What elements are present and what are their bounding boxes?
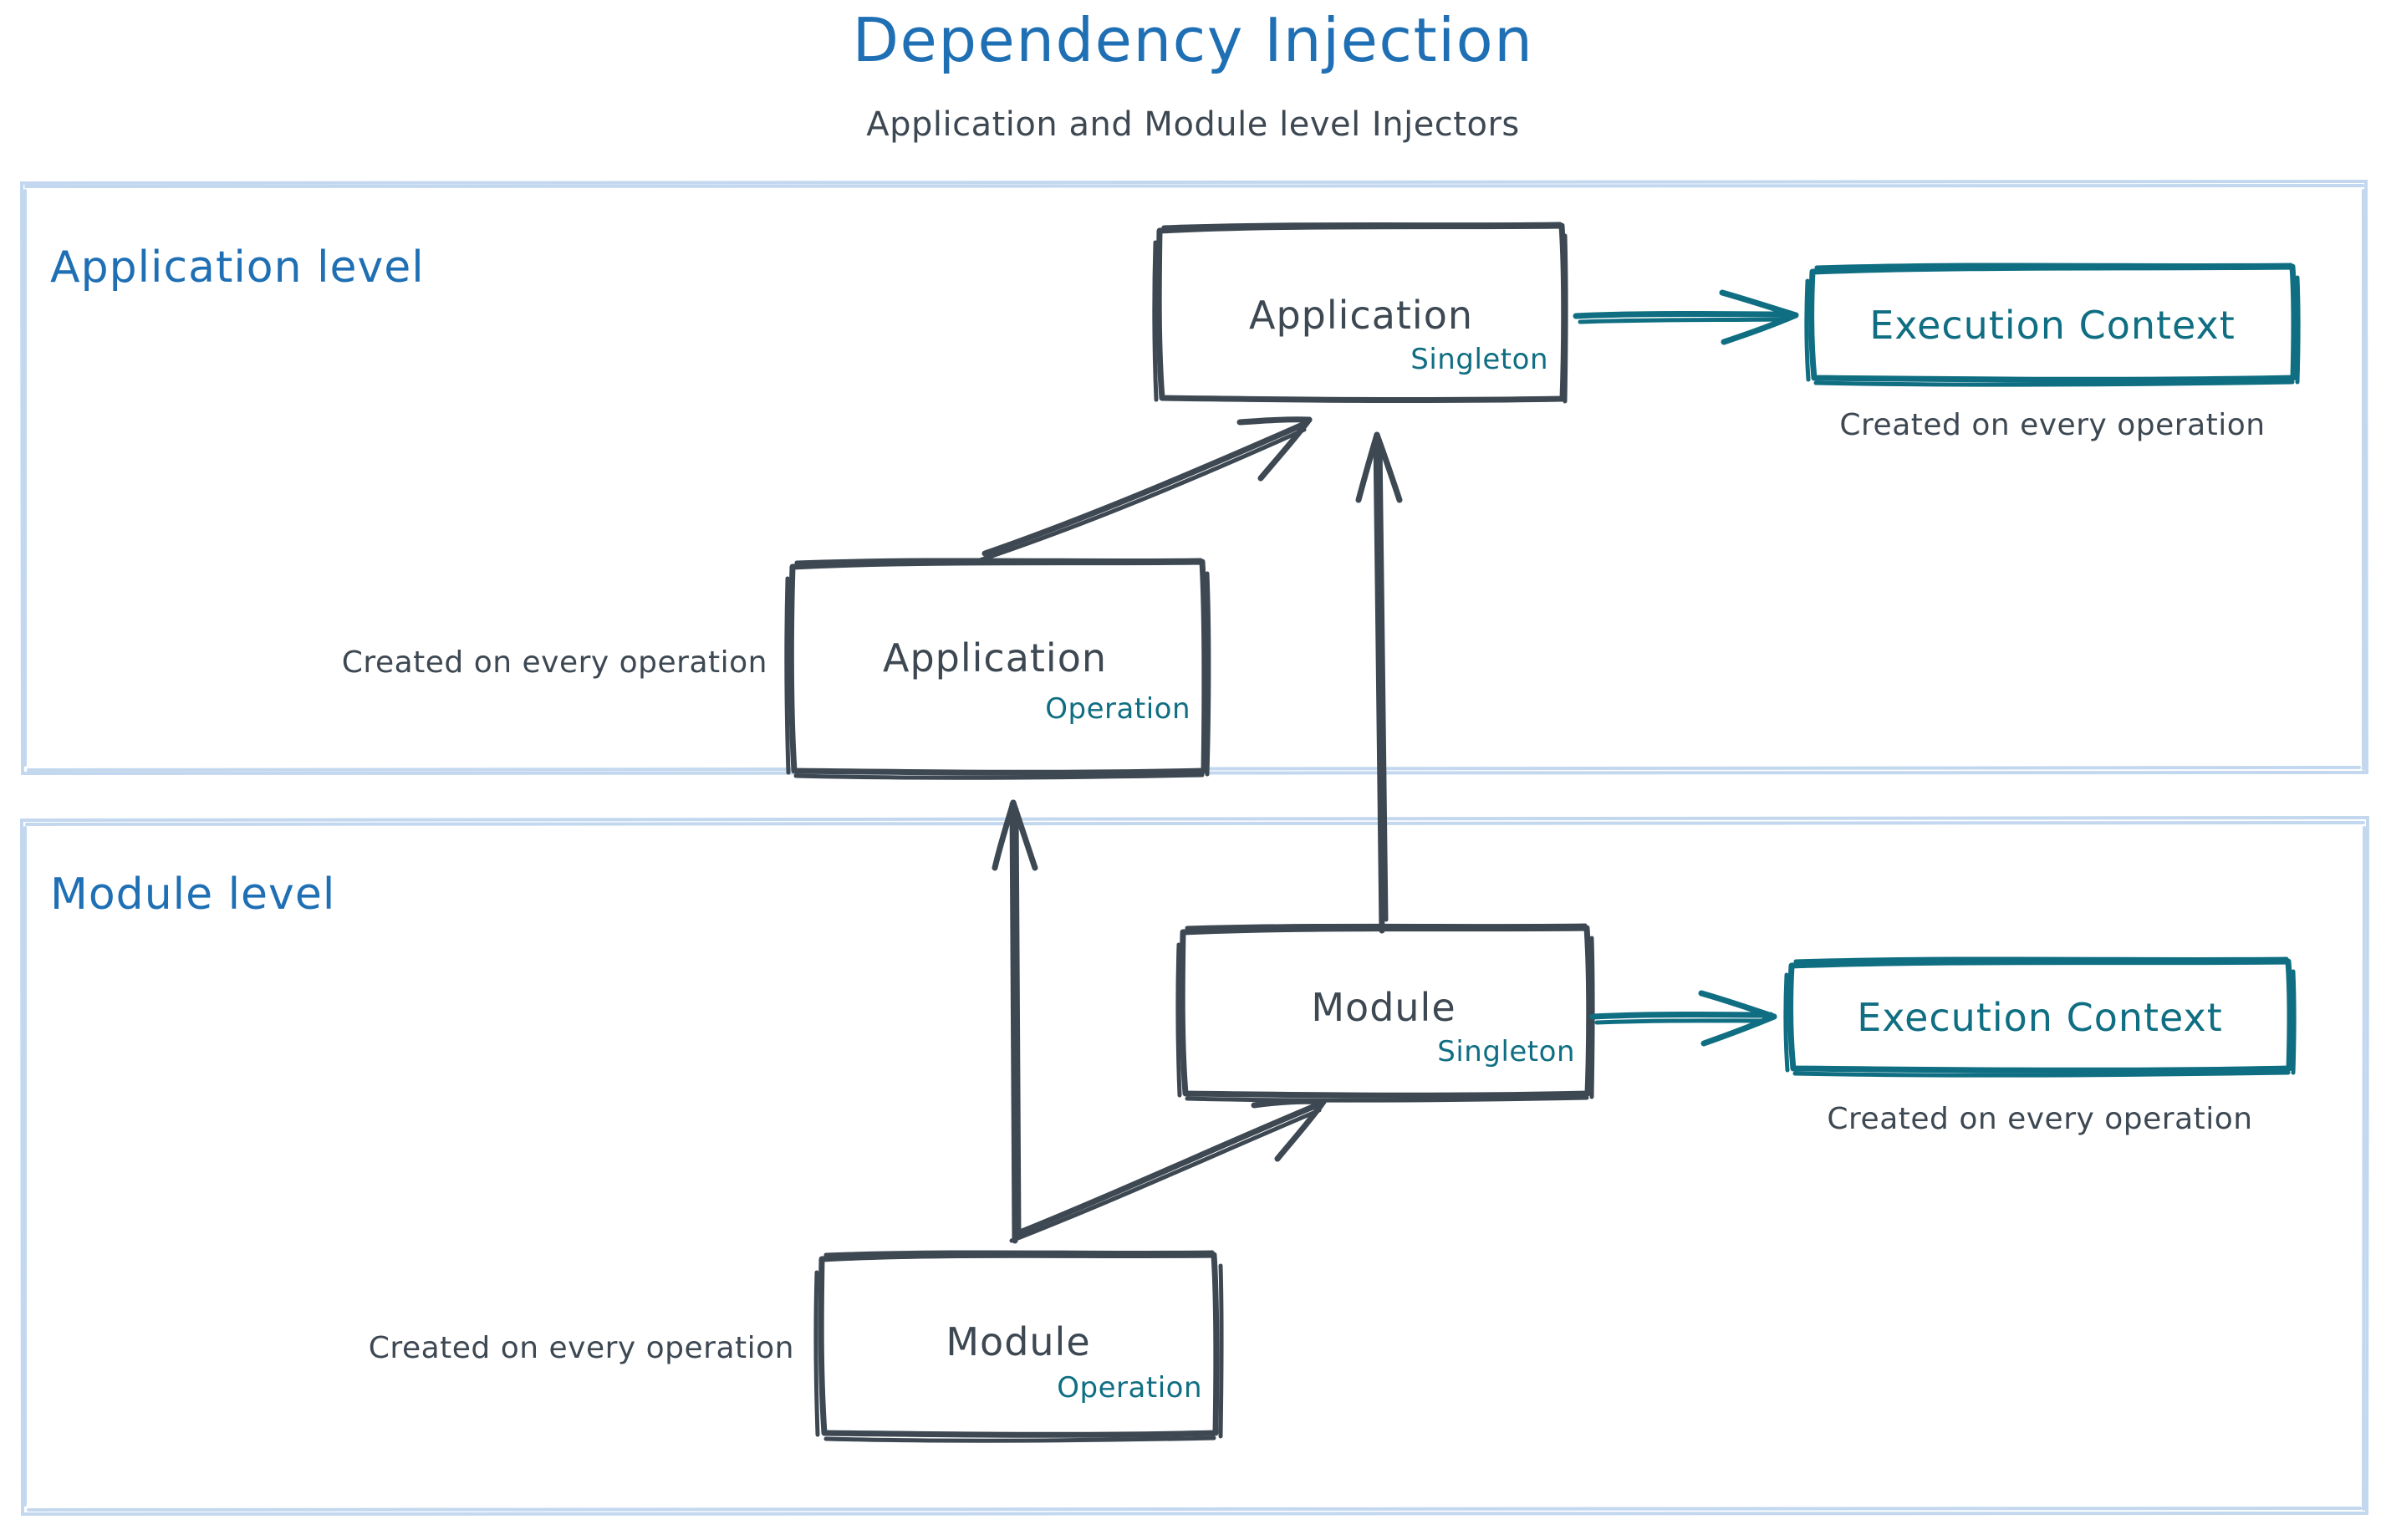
- panel-label-application-level: Application level: [50, 242, 425, 293]
- arrow-module-to-execution-context: [1589, 990, 1777, 1047]
- caption-execution-context-module: Created on every operation: [1827, 1102, 2253, 1136]
- box-execution-context-module: [1783, 956, 2297, 1078]
- node-application-operation-title: Application: [882, 635, 1108, 681]
- caption-application-operation: Created on every operation: [341, 645, 767, 680]
- caption-module-operation: Created on every operation: [368, 1331, 794, 1365]
- node-application-singleton-badge: Singleton: [1410, 343, 1548, 376]
- node-module-operation-badge: Operation: [1057, 1371, 1202, 1405]
- page-title: Dependency Injection: [852, 5, 1534, 75]
- node-module-singleton-title: Module: [1311, 985, 1456, 1030]
- arrow-module-singleton-to-application-singleton: [1355, 431, 1403, 934]
- caption-execution-context-application: Created on every operation: [1839, 408, 2266, 442]
- box-application-operation: [784, 558, 1211, 780]
- node-module-operation-title: Module: [946, 1319, 1091, 1364]
- box-module-operation: [813, 1250, 1224, 1443]
- node-application-singleton-title: Application: [1248, 293, 1474, 338]
- arrow-application-operation-to-singleton: [977, 416, 1313, 563]
- arrow-module-operation-to-application-level: [992, 799, 1038, 1244]
- arrow-module-operation-to-singleton: [1009, 1098, 1327, 1243]
- panel-label-module-level: Module level: [50, 869, 336, 920]
- box-application-singleton: [1152, 222, 1568, 404]
- box-module-singleton: [1175, 923, 1595, 1103]
- panel-border-application: [19, 179, 2369, 776]
- node-application-operation-badge: Operation: [1045, 692, 1190, 726]
- node-execution-context-application-title: Execution Context: [1869, 303, 2236, 348]
- panel-border-module: [19, 815, 2370, 1517]
- box-execution-context-application: [1804, 263, 2301, 387]
- node-module-singleton-badge: Singleton: [1437, 1035, 1575, 1068]
- page-subtitle: Application and Module level Injectors: [866, 105, 1520, 144]
- node-execution-context-module-title: Execution Context: [1857, 995, 2223, 1040]
- arrow-application-to-execution-context: [1573, 289, 1799, 345]
